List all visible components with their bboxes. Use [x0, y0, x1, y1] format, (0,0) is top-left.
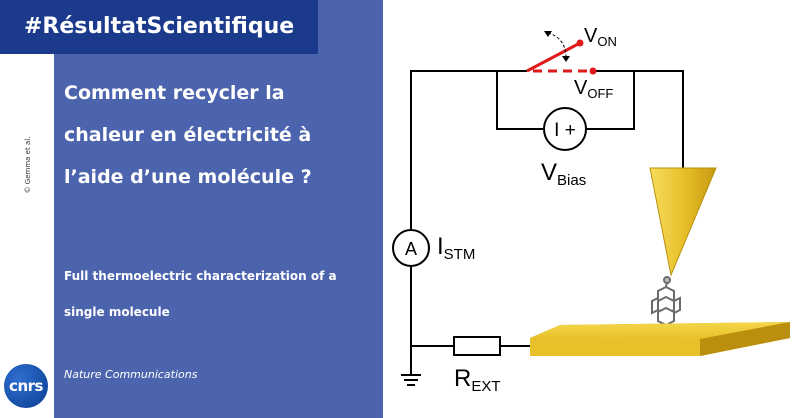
label-v-on: VON	[584, 25, 617, 49]
headline: Comment recycler la chaleur en électrici…	[64, 72, 364, 198]
gold-substrate	[530, 322, 790, 356]
label-r-ext: REXT	[454, 365, 501, 395]
switch	[526, 31, 597, 75]
subtitle: Full thermoelectric characterization of …	[64, 258, 364, 330]
label-i-stm: ISTM	[437, 233, 475, 263]
image-credit: © Gemma et al.	[24, 136, 32, 194]
headline-line: Comment recycler la	[64, 82, 285, 104]
stm-tip	[649, 167, 717, 277]
label-v-bias: VBias	[541, 159, 586, 189]
switch-arc-arrow	[547, 32, 567, 59]
label-v-off: VOFF	[574, 77, 613, 101]
journal-name: Nature Communications	[64, 368, 198, 381]
subtitle-line: single molecule	[64, 305, 170, 319]
switch-contact-on	[576, 39, 584, 47]
ammeter: A	[392, 229, 430, 267]
left-strip	[0, 0, 54, 418]
switch-contact-off	[589, 67, 597, 75]
headline-line: l’aide d’une molécule ?	[64, 166, 312, 188]
ground-icon	[401, 374, 421, 386]
resistor	[453, 336, 501, 356]
source-symbol: I +	[554, 120, 576, 141]
hashtag-banner: #RésultatScientifique	[0, 0, 318, 54]
headline-line: chaleur en électricité à	[64, 124, 312, 146]
cnrs-logo: cnrs	[4, 364, 48, 408]
voltage-source: I +	[543, 107, 587, 151]
ammeter-symbol: A	[405, 239, 417, 259]
subtitle-line: Full thermoelectric characterization of …	[64, 269, 337, 283]
stm-circuit-diagram: I + A VON VOFF VBias ISTM REXT	[392, 25, 790, 395]
circuit-wires	[410, 70, 684, 375]
blue-panel	[54, 0, 383, 418]
